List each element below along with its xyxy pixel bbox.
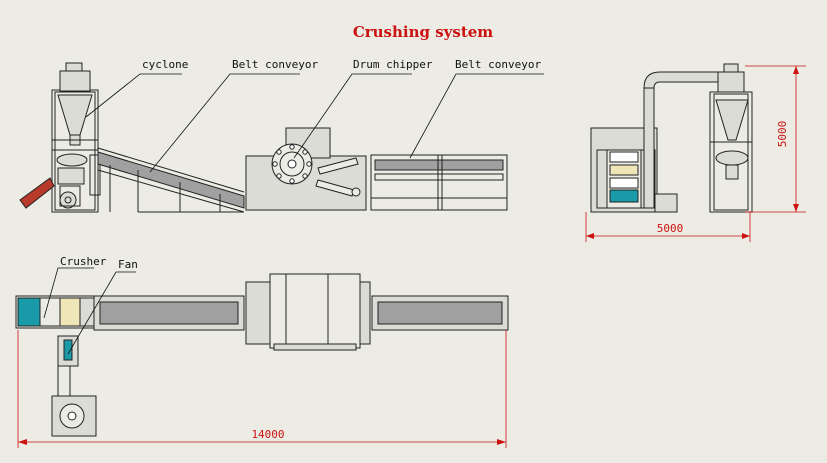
label-belt-conveyor-2: Belt conveyor <box>455 58 541 71</box>
dimension-length: 14000 <box>251 428 284 441</box>
label-belt-conveyor-1: Belt conveyor <box>232 58 318 71</box>
cyclone-unit <box>19 62 101 213</box>
belt-conveyor-horizontal <box>370 154 508 211</box>
drum-chipper <box>245 127 367 211</box>
end-dimensions <box>585 65 806 242</box>
label-cyclone: cyclone <box>142 58 188 71</box>
plan-view <box>15 273 509 437</box>
side-callouts <box>85 73 544 173</box>
belt-conveyor-inclined <box>97 147 245 213</box>
drum-chipper-plan <box>245 273 371 351</box>
label-fan: Fan <box>118 258 138 271</box>
side-view <box>19 62 508 213</box>
crusher-plan <box>15 295 97 329</box>
label-drum-chipper: Drum chipper <box>353 58 433 71</box>
end-view <box>590 63 753 213</box>
plan-callouts <box>43 267 136 355</box>
fan-plan <box>51 335 97 437</box>
page-title: Crushing system <box>353 23 493 41</box>
dimension-height: 5000 <box>776 121 789 148</box>
label-crusher: Crusher <box>60 255 107 268</box>
end-dimension-arrows <box>586 66 799 239</box>
plan-dimension-arrows <box>18 439 506 445</box>
plan-dimension <box>17 330 507 448</box>
dimension-width: 5000 <box>657 222 684 235</box>
